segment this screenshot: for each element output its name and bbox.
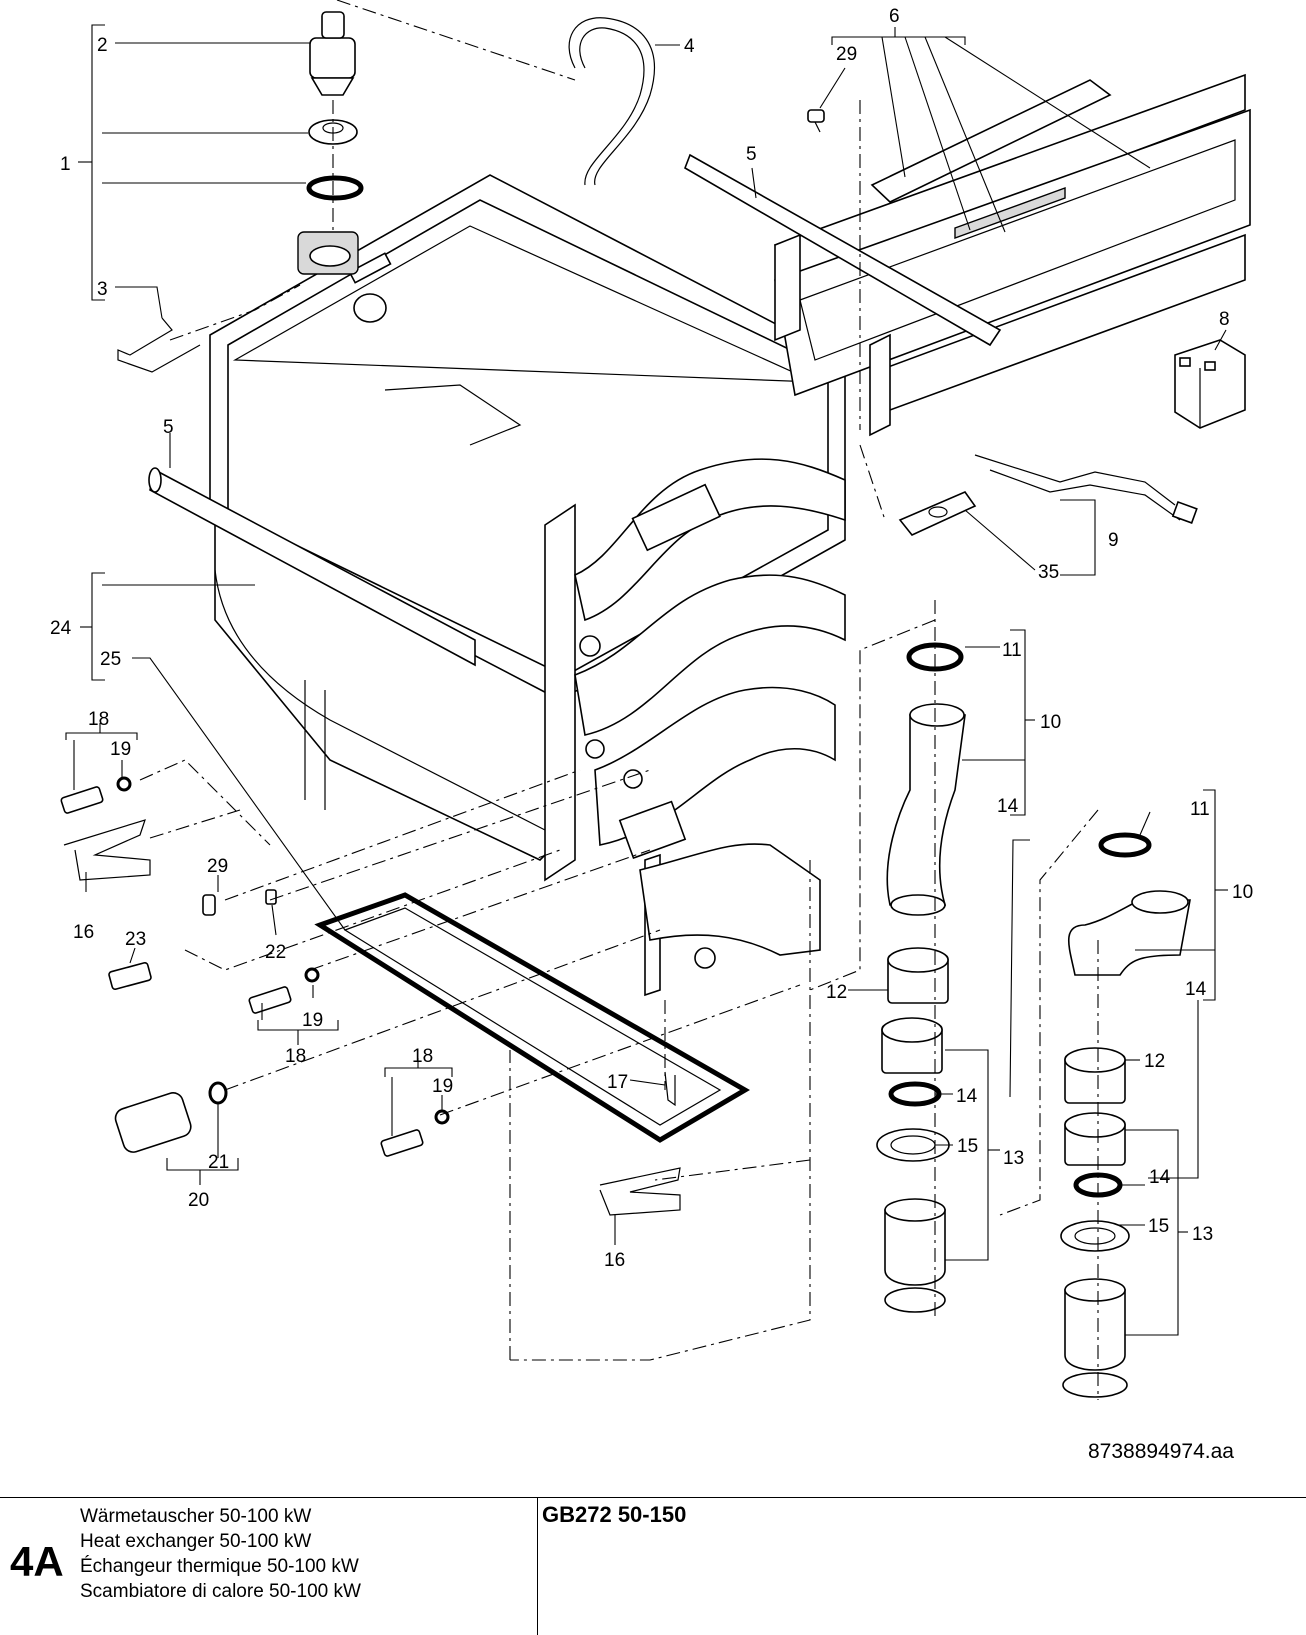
callout-12-right: 12 (1144, 1051, 1165, 1072)
callout-3: 3 (97, 279, 108, 300)
callout-23: 23 (125, 929, 146, 950)
callout-10-mid: 10 (1040, 712, 1061, 733)
callout-14-right: 14 (1149, 1167, 1171, 1188)
callout-17: 17 (607, 1072, 628, 1093)
callout-14-upper: 14 (997, 796, 1019, 817)
callout-18-mid: 18 (285, 1046, 306, 1067)
title-block-divider (537, 1498, 538, 1635)
sensor-parts (60, 776, 681, 1216)
callout-20: 20 (188, 1190, 209, 1211)
callout-13-right: 13 (1192, 1224, 1213, 1245)
callout-21: 21 (208, 1152, 229, 1173)
callout-14-right-upper: 14 (1185, 979, 1207, 1000)
assembly-axes (139, 0, 1099, 1400)
callout-11-right: 11 (1190, 799, 1210, 820)
title-french: Échangeur thermique 50-100 kW (80, 1556, 359, 1577)
air-vent-assembly (297, 11, 364, 275)
callout-12-mid: 12 (826, 982, 847, 1003)
title-german: Wärmetauscher 50-100 kW (80, 1506, 312, 1527)
callout-labels: 1 2 3 4 5 5 6 8 9 10 10 11 11 12 12 13 1… (50, 6, 1253, 1271)
callout-2: 2 (97, 35, 108, 56)
condensate-hose-edge (579, 27, 645, 186)
section-code: 4A (10, 1538, 64, 1585)
callout-22: 22 (265, 942, 286, 963)
callout-19-mid: 19 (302, 1010, 323, 1031)
callout-18-lower: 18 (412, 1046, 433, 1067)
callout-19-lower: 19 (432, 1076, 453, 1097)
cross-rail-left (148, 467, 476, 667)
model-designation: GB272 50-150 (542, 1502, 687, 1527)
title-italian: Scambiatore di calore 50-100 kW (80, 1581, 361, 1602)
callout-16-left: 16 (73, 922, 94, 943)
heat-exchanger-coils (574, 458, 846, 969)
callout-10-right: 10 (1232, 882, 1253, 903)
callout-14-mid: 14 (956, 1086, 978, 1107)
callout-5-top: 5 (746, 144, 757, 165)
pipe-stack-middle (876, 642, 966, 1313)
callout-13-mid: 13 (1003, 1148, 1024, 1169)
callout-6: 6 (889, 6, 900, 27)
sump-gasket-inner (343, 907, 722, 1126)
callout-16-bottom: 16 (604, 1250, 625, 1271)
callout-9: 9 (1108, 530, 1119, 551)
pipe-stack-right (1060, 832, 1191, 1398)
exploded-parts-diagram: 1 2 3 4 5 5 6 8 9 10 10 11 11 12 12 13 1… (50, 0, 1253, 1400)
callout-15-mid: 15 (957, 1136, 978, 1157)
callout-1: 1 (60, 154, 71, 175)
callout-29-top: 29 (836, 44, 857, 65)
callout-35: 35 (1038, 562, 1059, 583)
multilingual-titles: Wärmetauscher 50-100 kW Heat exchanger 5… (80, 1504, 361, 1604)
callout-5-left: 5 (163, 417, 174, 438)
sump-gasket (314, 892, 750, 1143)
callout-18-left: 18 (88, 709, 109, 730)
callout-4: 4 (684, 36, 695, 57)
title-english: Heat exchanger 50-100 kW (80, 1531, 312, 1552)
callout-24: 24 (50, 618, 72, 639)
callout-15-right: 15 (1148, 1216, 1169, 1237)
callout-29-left: 29 (207, 856, 228, 877)
leader-lines (65, 24, 1228, 1336)
callout-11-mid: 11 (1002, 640, 1022, 661)
retaining-clip (117, 317, 201, 373)
ignition-transformer (1174, 339, 1246, 429)
heat-exchanger-housing (209, 174, 846, 997)
callout-8: 8 (1219, 309, 1230, 330)
drawing-number: 8738894974.aa (1088, 1440, 1234, 1463)
condensate-hose (568, 17, 655, 186)
callout-25: 25 (100, 649, 121, 670)
callout-19-left: 19 (110, 739, 131, 760)
burner-rail-assembly (684, 73, 1251, 437)
ignition-electrode (898, 454, 1198, 536)
title-block: 4A Wärmetauscher 50-100 kW Heat exchange… (0, 1497, 1306, 1635)
